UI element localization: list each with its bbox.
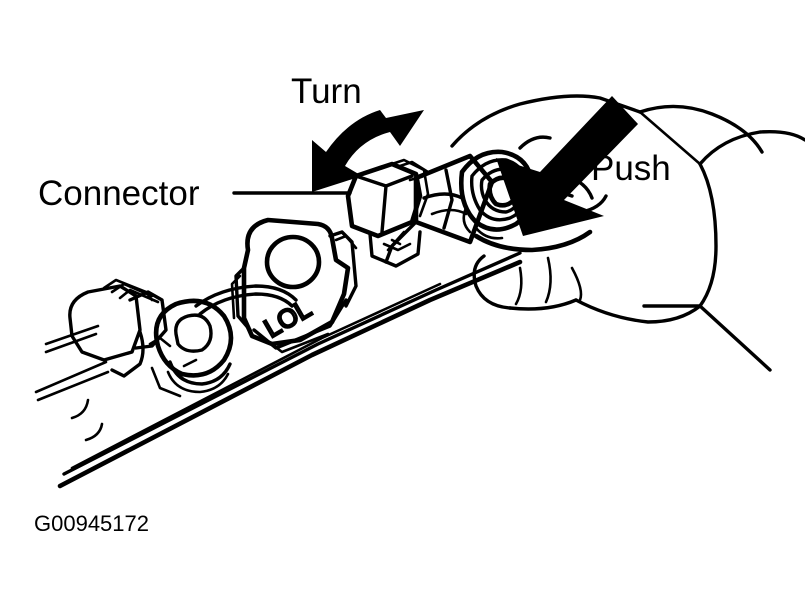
bracket-hole — [264, 234, 322, 290]
push-label: Push — [591, 149, 671, 188]
turn-label: Turn — [291, 72, 362, 111]
connector-label: Connector — [38, 174, 200, 213]
spark-plug-boot — [68, 278, 298, 398]
turn-arrow — [312, 110, 424, 192]
push-arrow — [496, 96, 638, 236]
hand — [450, 94, 805, 372]
figure-id-label: G00945172 — [34, 511, 149, 536]
